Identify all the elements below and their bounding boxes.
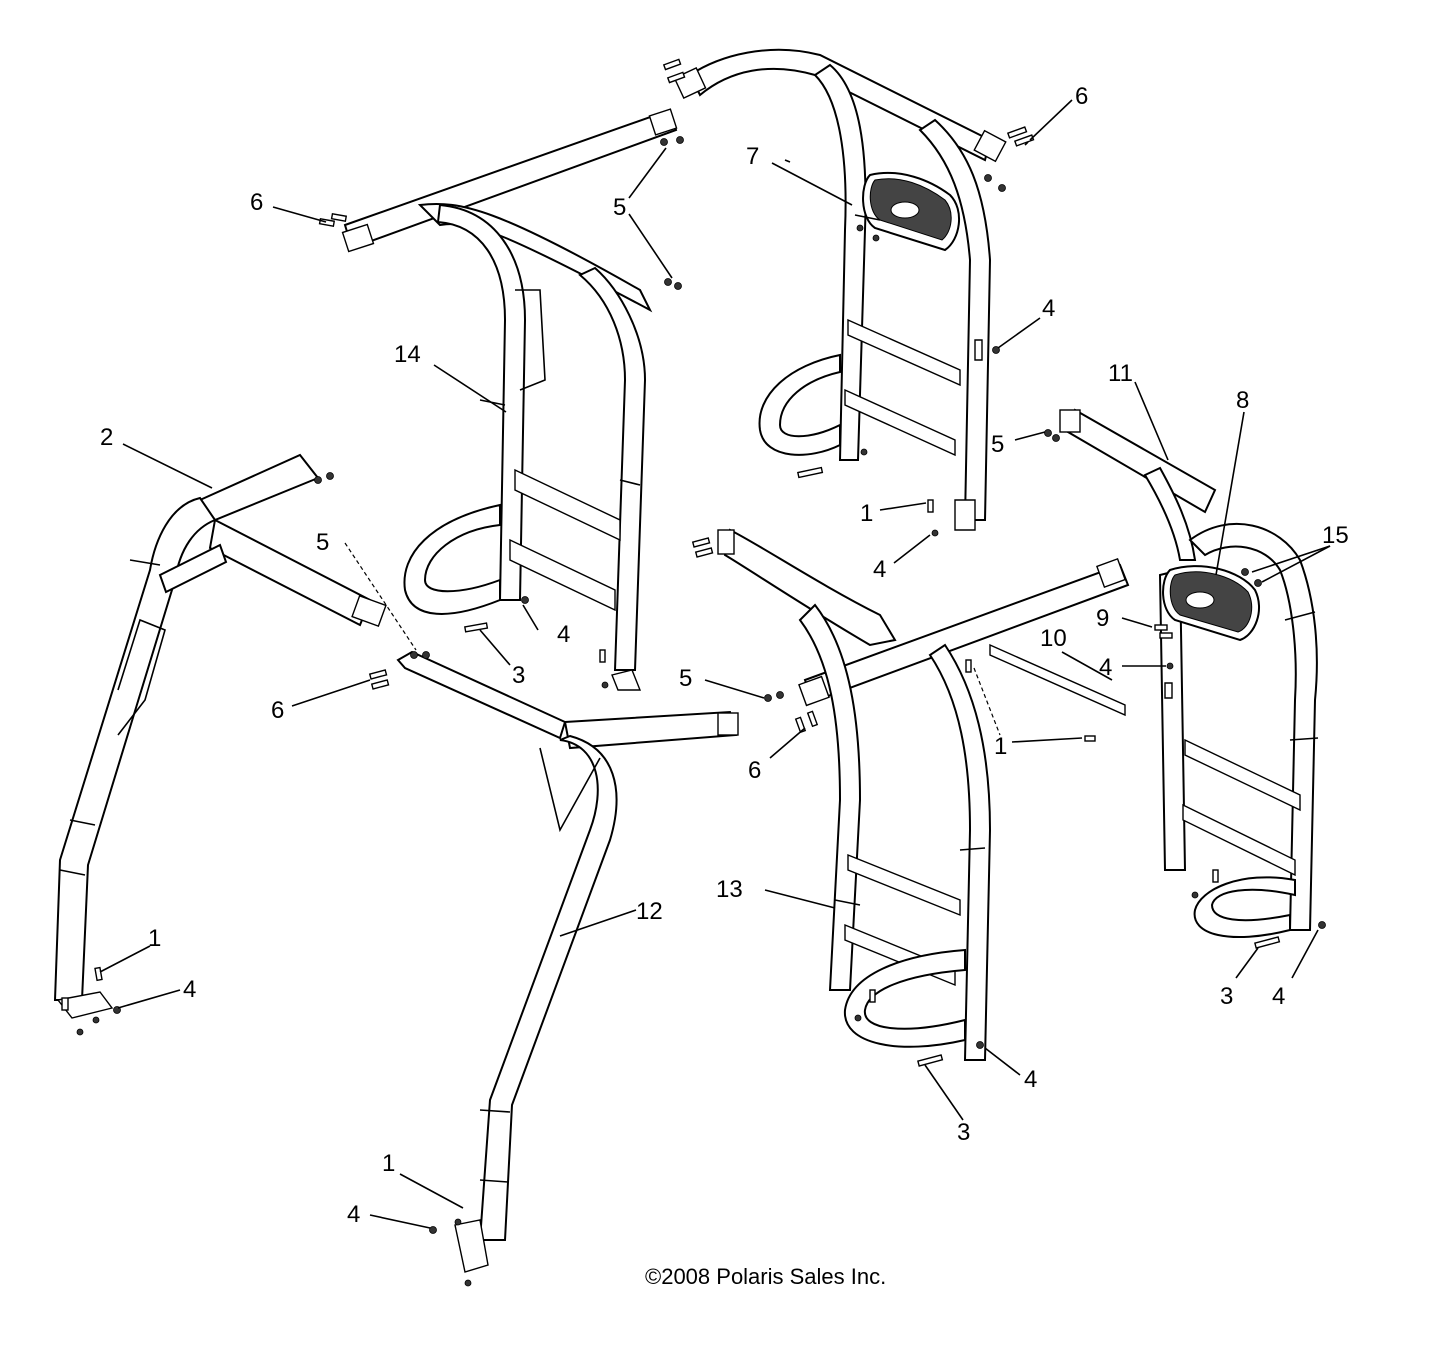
part-13-right-front-frame	[717, 528, 1130, 1061]
callout-6-left-top: 6	[250, 189, 263, 216]
fasteners	[94, 58, 1326, 1067]
callout-7: 7	[746, 143, 759, 170]
part-14-rear-left-hoop	[341, 108, 678, 691]
part-2-front-left-hoop	[53, 453, 387, 1036]
callout-5-center: 5	[679, 665, 692, 692]
leader-lines	[99, 99, 1331, 1229]
callout-4-mid: 4	[873, 556, 886, 583]
callout-1-left: 1	[148, 925, 161, 952]
callout-2: 2	[100, 424, 113, 451]
callout-4-left-rear: 4	[557, 621, 570, 648]
callout-1-right: 1	[994, 733, 1007, 760]
part-11-right-rear-frame	[1059, 408, 1319, 939]
callout-5-left: 5	[316, 529, 329, 556]
callout-4-right-bottom: 4	[1272, 983, 1285, 1010]
callout-9: 9	[1096, 605, 1109, 632]
bolt-group	[94, 58, 1281, 1067]
callout-4-bottom: 4	[347, 1201, 360, 1228]
callout-14: 14	[394, 341, 421, 368]
part-7-rear-upper-frame	[673, 48, 1007, 531]
callout-3-left-rear: 3	[512, 662, 525, 689]
part-12-front-center-hoop	[396, 650, 739, 1287]
callout-1-upper: 1	[860, 500, 873, 527]
nut-group	[314, 136, 1326, 1049]
part-10-bracket	[989, 643, 1173, 717]
callout-12: 12	[636, 898, 663, 925]
callout-10: 10	[1040, 625, 1067, 652]
callout-8: 8	[1236, 387, 1249, 414]
part-7-headrest	[854, 171, 961, 252]
callout-6-left-mid: 6	[271, 697, 284, 724]
callout-4-left: 4	[183, 976, 196, 1003]
callout-4-upper-right: 4	[1042, 295, 1055, 322]
part-8-headrest	[1162, 565, 1260, 642]
callout-6-center: 6	[748, 757, 761, 784]
callout-3-center: 3	[957, 1119, 970, 1146]
callout-15: 15	[1322, 522, 1349, 549]
callout-11: 11	[1108, 360, 1133, 387]
copyright-notice: ©2008 Polaris Sales Inc.	[645, 1264, 887, 1289]
callout-4-right-mid: 4	[1099, 654, 1112, 681]
callout-5-right: 5	[991, 431, 1004, 458]
callout-6-right-top: 6	[1075, 83, 1088, 110]
callout-4-center-bottom: 4	[1024, 1066, 1037, 1093]
callout-5-top: 5	[613, 194, 626, 221]
callouts: 2 14 6 5 7 6 4 11 8 5 1 4 15 9 10 4 1 5 …	[100, 83, 1349, 1228]
callout-1-bottom: 1	[382, 1150, 395, 1177]
callout-13: 13	[716, 876, 743, 903]
callout-3-right: 3	[1220, 983, 1233, 1010]
